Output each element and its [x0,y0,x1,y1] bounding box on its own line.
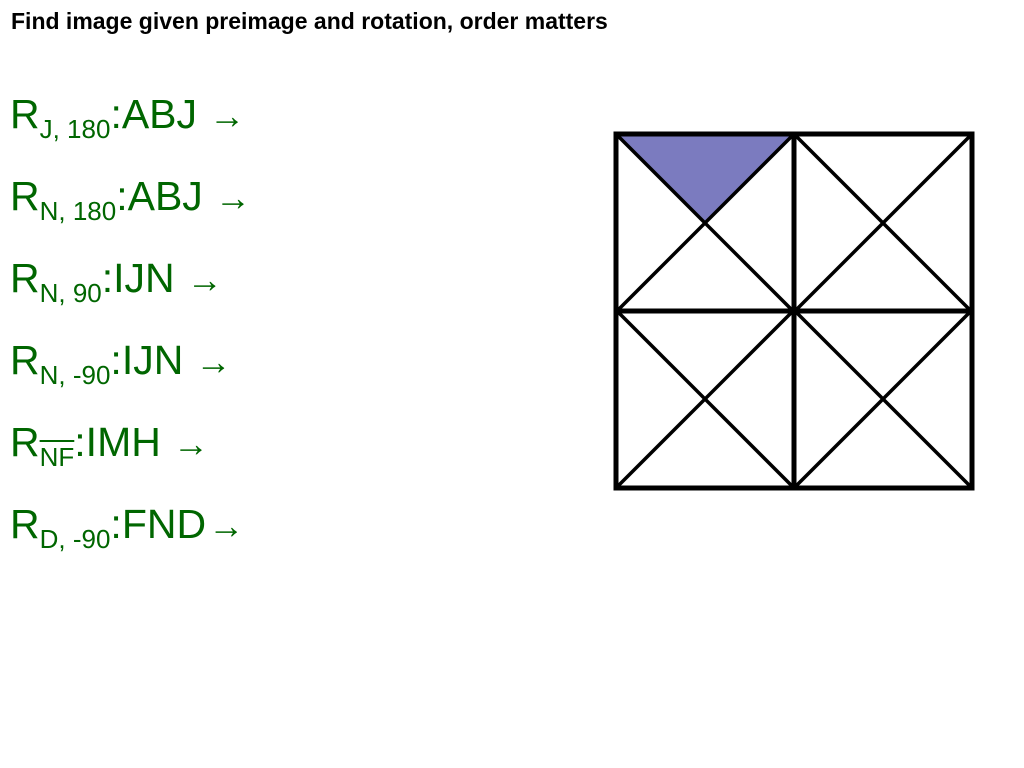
rule-1: RJ, 180:ABJ → [10,86,251,168]
shaded-triangle [618,134,793,222]
right-arrow-icon: → [214,177,251,218]
rule-letter: R [10,91,40,137]
diagonal-lr-b [794,310,972,488]
rule-preimage: :IJN [101,255,175,301]
rule-6: RD, -90:FND→ [10,496,251,578]
rule-subscript: N, -90 [39,360,111,390]
right-arrow-icon: → [172,423,209,464]
rotation-grid-figure [610,128,980,503]
rule-subscript: NF [39,442,75,472]
grid-diagram [613,131,975,491]
rotation-rules-list: RJ, 180:ABJ→ RN, 180:ABJ→ RN, 90:IJN→ RN… [10,86,251,578]
rule-preimage: :FND [110,501,207,547]
rule-preimage: :IMH [74,419,161,465]
rule-letter: R [10,501,40,547]
right-arrow-icon: → [186,259,223,300]
rule-preimage: :IJN [110,337,184,383]
rule-preimage: :ABJ [110,91,198,137]
grid-lines [613,131,975,491]
rule-4: RN, -90:IJN → [10,332,251,414]
right-arrow-icon: → [208,505,245,546]
rule-letter: R [10,419,40,465]
rule-5: RNF:IMH → [10,414,251,496]
diagonal-ur-b [794,134,972,312]
rule-3: RN, 90:IJN → [10,250,251,332]
right-arrow-icon: → [195,341,232,382]
rule-2: RN, 180:ABJ → [10,168,251,250]
rule-subscript: D, -90 [39,524,111,554]
rule-subscript: J, 180 [39,114,111,144]
rule-preimage: :ABJ [116,173,203,219]
rule-letter: R [10,255,40,301]
rule-subscript: N, 180 [39,196,117,226]
diagonal-ul-b [616,134,794,312]
diagonal-ll-b [616,310,794,488]
rule-letter: R [10,337,40,383]
rule-subscript: N, 90 [39,278,102,308]
rule-letter: R [10,173,40,219]
slide-title: Find image given preimage and rotation, … [11,8,608,34]
right-arrow-icon: → [209,95,246,136]
